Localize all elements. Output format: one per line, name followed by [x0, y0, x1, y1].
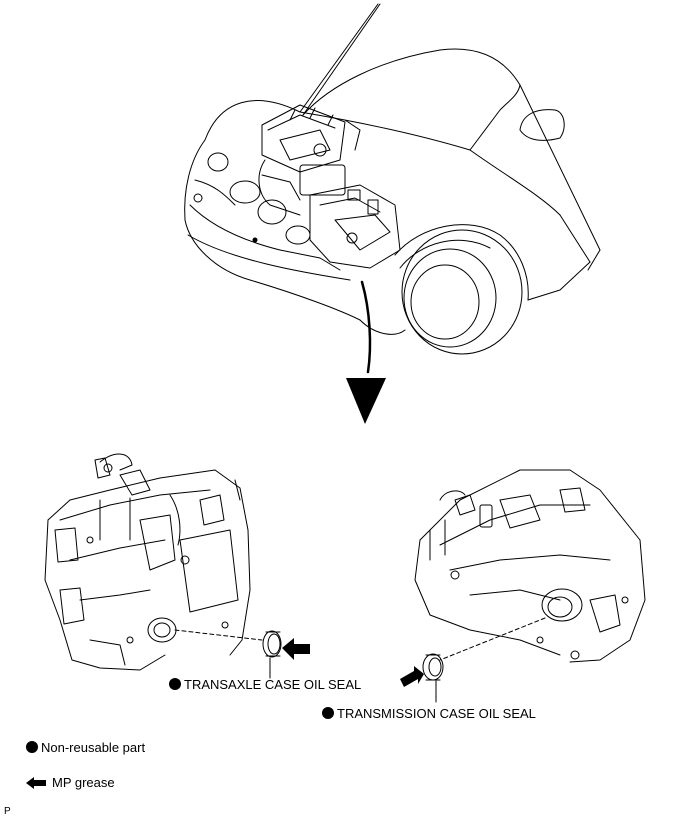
transmission-case-right — [415, 470, 645, 662]
transaxle-oil-seal — [175, 630, 281, 678]
non-reusable-dot-icon — [322, 707, 334, 719]
transmission-seal-label: TRANSMISSION CASE OIL SEAL — [322, 706, 536, 721]
non-reusable-dot-icon — [169, 678, 181, 690]
transmission-seal-text: TRANSMISSION CASE OIL SEAL — [337, 706, 536, 721]
transmission-oil-seal — [423, 618, 545, 702]
corner-code: P — [4, 806, 11, 817]
transaxle-seal-text: TRANSAXLE CASE OIL SEAL — [184, 677, 362, 692]
legend-non-reusable-text: Non-reusable part — [41, 740, 146, 755]
down-arrow-icon — [346, 282, 386, 424]
mp-grease-arrow-icon — [400, 666, 424, 687]
legend-mp-grease-text: MP grease — [52, 775, 115, 790]
non-reusable-dot-icon — [26, 741, 38, 753]
vehicle-illustration — [185, 4, 600, 354]
transaxle-case-left — [45, 454, 250, 670]
legend-mp-grease: MP grease — [26, 775, 115, 790]
mp-grease-legend-arrow-icon — [26, 777, 46, 789]
engine-bay — [258, 105, 400, 270]
mp-grease-arrow-icon — [282, 638, 310, 660]
transaxle-seal-label: TRANSAXLE CASE OIL SEAL — [169, 677, 361, 692]
legend-non-reusable: Non-reusable part — [26, 740, 145, 755]
